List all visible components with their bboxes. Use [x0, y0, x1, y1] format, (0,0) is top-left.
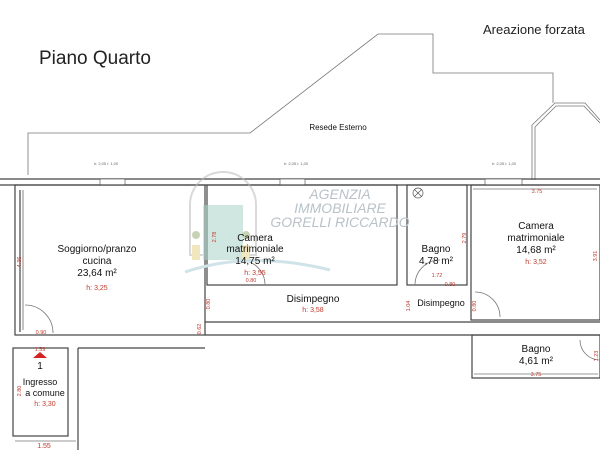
- dimension: 1.59: [35, 347, 46, 353]
- watermark-line2: IMMOBILIARE: [294, 200, 386, 216]
- window: [279, 178, 306, 186]
- window: [99, 178, 126, 186]
- watermark-door-logo: [189, 171, 257, 260]
- bay-window-inner: [534, 105, 600, 180]
- door: [24, 304, 54, 334]
- window-label: h: 2,05 l: 1,00: [94, 161, 119, 166]
- room-name: Disimpegno: [287, 294, 340, 305]
- floor-title: Piano Quarto: [39, 48, 151, 69]
- room-height: h: 3,30: [34, 401, 56, 408]
- entrance-number: 1: [37, 361, 43, 372]
- door: [474, 291, 501, 318]
- bedroom-2: [470, 184, 600, 321]
- watermark-swoosh: [184, 258, 331, 274]
- dimension: 3.91: [593, 251, 599, 262]
- ventilation-icon: [412, 187, 424, 199]
- room-area: 4,78 m²: [419, 256, 454, 267]
- dimension: 1.72: [432, 273, 443, 279]
- room-name: cucina: [83, 256, 112, 267]
- dimension: 2.78: [212, 232, 218, 243]
- dimension: 4.36: [17, 257, 23, 268]
- room-area: 4,61 m²: [519, 356, 554, 367]
- room-name: Bagno: [422, 244, 451, 255]
- bay-window: [531, 102, 600, 180]
- watermark-line3: GORELLI RICCARDO: [270, 214, 409, 230]
- door: [414, 259, 441, 286]
- ventilation-note: Areazione forzata: [483, 22, 586, 37]
- door: [579, 339, 600, 361]
- room-area: 23,64 m²: [77, 268, 117, 279]
- room-name: Disimpegno: [417, 298, 465, 308]
- dimension: 1.23: [594, 351, 600, 362]
- room-height: h: 3,25: [86, 285, 108, 292]
- room-name: matrimoniale: [507, 233, 565, 244]
- dimension: 0.80: [246, 278, 257, 284]
- dimension: 1.04: [406, 301, 412, 312]
- room-height: h: 3,55: [244, 270, 266, 277]
- dimension: 3.75: [532, 189, 543, 195]
- dimension: 1.55: [37, 443, 51, 450]
- bathroom-1: [406, 184, 468, 286]
- resede-outline: [27, 33, 554, 175]
- room-area: 14,75 m²: [235, 256, 275, 267]
- window: [484, 178, 523, 186]
- dimension: 2.80: [17, 386, 23, 397]
- entrance-room: [12, 347, 69, 437]
- window-label: h: 2,05 l: 1,00: [492, 161, 517, 166]
- room-name: Ingresso: [23, 377, 58, 387]
- dimension: 2.79: [462, 233, 468, 244]
- room-name: Camera: [237, 233, 273, 244]
- outdoor-label: Resede Esterno: [309, 123, 367, 132]
- dimension: 0.90: [36, 330, 47, 336]
- watermark-line1: AGENZIA: [308, 186, 370, 202]
- room-height: h: 3,52: [525, 259, 547, 266]
- room-name: a comune: [25, 388, 65, 398]
- window-label: h: 2,05 l: 1,00: [284, 161, 309, 166]
- dimension: 0.62: [197, 324, 203, 335]
- bathroom-2: [471, 334, 600, 379]
- room-area: 14,68 m²: [516, 245, 556, 256]
- dimension: 0.80: [445, 282, 456, 288]
- dimension: 0.80: [472, 301, 478, 312]
- entrance-marker-icon: [33, 352, 47, 358]
- room-height: h: 3,58: [302, 307, 324, 314]
- room-name: Bagno: [522, 344, 551, 355]
- dimension: 0.80: [206, 299, 212, 310]
- dimension: 3.75: [531, 372, 542, 378]
- room-name: matrimoniale: [226, 244, 284, 255]
- room-name: Soggiorno/pranzo: [58, 244, 137, 255]
- room-name: Camera: [518, 221, 554, 232]
